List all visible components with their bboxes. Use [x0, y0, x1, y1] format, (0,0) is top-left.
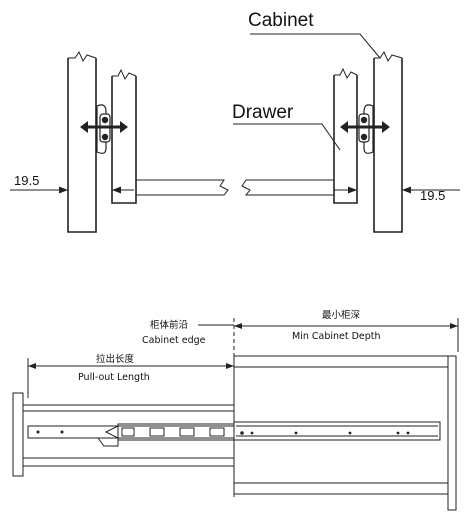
right-drawer-wall — [333, 67, 358, 204]
cabinet-edge-cn: 柜体前沿 — [150, 319, 189, 331]
min-depth-dimension: 最小柜深 Min Cabinet Depth — [234, 309, 459, 352]
right-cabinet-wall — [373, 50, 403, 233]
top-view: 19.5 — [10, 10, 460, 233]
min-depth-en: Min Cabinet Depth — [292, 331, 381, 342]
left-cabinet-wall — [67, 50, 97, 233]
pullout-dimension: 拉出长度 Pull-out Length — [27, 353, 234, 398]
slide-rail — [27, 421, 441, 447]
left-dimension-value: 19.5 — [14, 173, 39, 188]
side-view: 柜体前沿 Cabinet edge 最小柜深 Min Cabinet Depth… — [12, 309, 459, 511]
right-slide-mechanism — [340, 104, 390, 154]
pullout-cn: 拉出长度 — [96, 353, 135, 365]
pullout-en: Pull-out Length — [78, 372, 150, 383]
drawer-front — [12, 392, 234, 477]
cabinet-edge-en: Cabinet edge — [142, 335, 206, 346]
drawer-callout: Drawer — [232, 102, 341, 151]
min-depth-cn: 最小柜深 — [322, 309, 361, 321]
cabinet-body — [233, 355, 457, 511]
left-drawer-wall — [111, 68, 137, 204]
drawer-label: Drawer — [232, 102, 294, 123]
left-slide-mechanism — [80, 104, 128, 154]
cabinet-label: Cabinet — [248, 10, 314, 31]
cabinet-callout: Cabinet — [248, 10, 381, 59]
left-dimension: 19.5 — [10, 173, 134, 194]
cabinet-edge-callout: 柜体前沿 Cabinet edge — [142, 319, 234, 346]
drawer-bottom-panel — [136, 179, 334, 196]
right-dimension: 19.5 — [334, 186, 460, 203]
right-dimension-value: 19.5 — [420, 188, 445, 203]
